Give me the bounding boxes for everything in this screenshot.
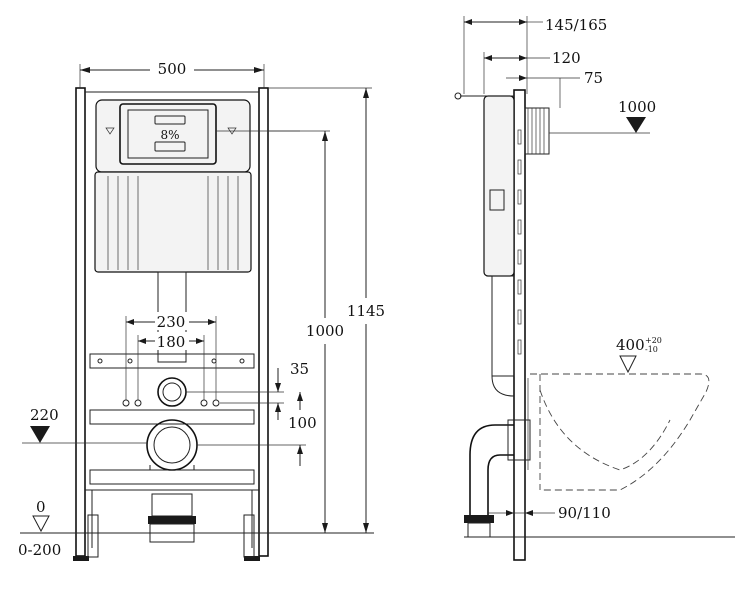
floor-range-label: 0-200 bbox=[18, 541, 61, 559]
drain-height-marker bbox=[30, 426, 50, 443]
pipe-label: 90/110 bbox=[558, 504, 611, 522]
floor-marker bbox=[32, 515, 50, 533]
flush-plate-symbol: 8% bbox=[160, 128, 179, 142]
cistern-body bbox=[94, 171, 252, 273]
front-view: 8% bbox=[18, 58, 385, 561]
marker-label: 1000 bbox=[618, 98, 656, 116]
depth-120-label: 120 bbox=[552, 49, 581, 67]
floor-label: 0 bbox=[36, 498, 46, 516]
seat-marker bbox=[619, 355, 637, 374]
side-view: 145/165 120 75 1000 400 +20 -10 90/110 bbox=[454, 16, 735, 561]
seat-tol-plus: +20 bbox=[645, 336, 662, 345]
spacing-outer-label: 230 bbox=[157, 313, 186, 331]
toilet-bowl-outline bbox=[530, 373, 710, 491]
flush-height-label: 1000 bbox=[306, 322, 344, 340]
seat-tol-minus: -10 bbox=[645, 345, 658, 354]
side-cistern bbox=[483, 95, 515, 277]
seat-height-label: 400 bbox=[616, 336, 645, 354]
spacing-inner-label: 180 bbox=[157, 333, 186, 351]
frame-left-upright bbox=[75, 87, 86, 557]
frame-right-upright bbox=[258, 87, 269, 557]
height-marker bbox=[626, 117, 646, 133]
depth-75-label: 75 bbox=[584, 69, 603, 87]
drain-height-label: 220 bbox=[30, 406, 59, 424]
height-label: 1145 bbox=[347, 302, 385, 320]
drain-offset-label: 100 bbox=[288, 414, 317, 432]
width-label: 500 bbox=[158, 60, 187, 78]
side-frame bbox=[513, 89, 526, 561]
offset-label: 35 bbox=[290, 360, 309, 378]
depth-label: 145/165 bbox=[545, 16, 607, 34]
